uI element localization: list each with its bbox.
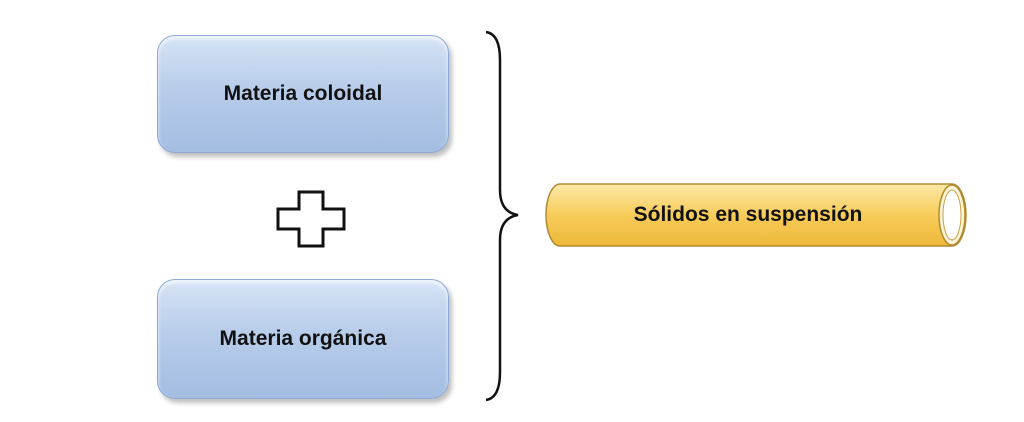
curly-brace [485,30,519,402]
materia-coloidal-box: Materia coloidal [157,35,449,153]
materia-organica-label: Materia orgánica [219,327,387,350]
materia-organica-box: Materia orgánica [157,279,449,399]
cylinder-shape [545,183,967,247]
materia-coloidal-label: Materia coloidal [223,82,383,105]
solidos-suspension-cylinder: Sólidos en suspensión [548,184,948,246]
solidos-suspension-label: Sólidos en suspensión [633,203,863,226]
plus-icon [276,190,346,248]
